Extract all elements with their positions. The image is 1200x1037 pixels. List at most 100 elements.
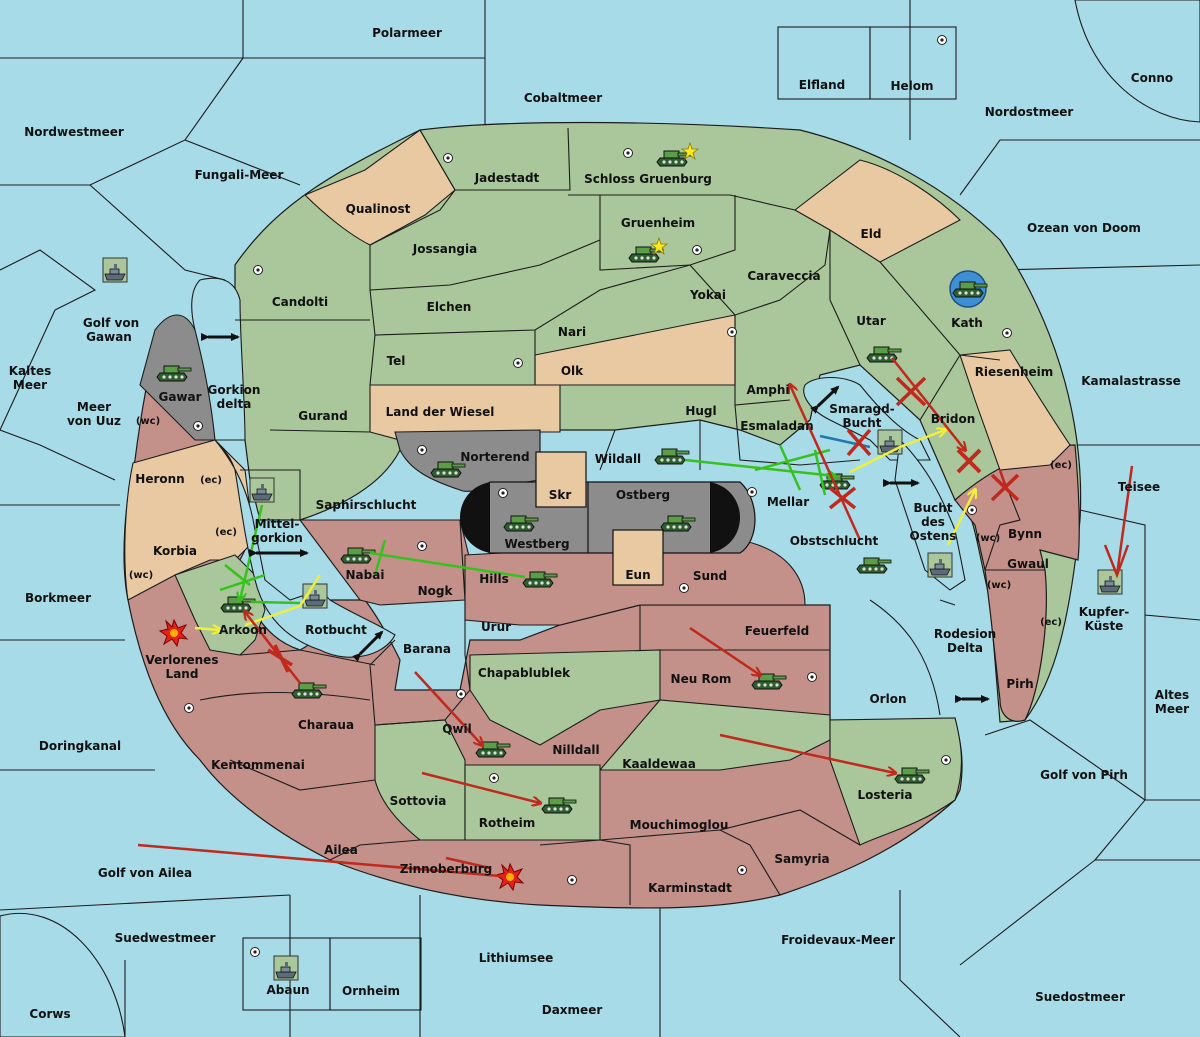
label-bucht-2: des: [921, 515, 945, 529]
label-gawar: Gawar: [158, 390, 201, 404]
label-gwaul-wc: (wc): [987, 580, 1011, 591]
label-smaragd-1: Smaragd-: [829, 402, 894, 416]
label-sottovia: Sottovia: [390, 794, 447, 808]
region-conno[interactable]: [1074, 0, 1200, 123]
label-qwil: Qwil: [442, 722, 472, 736]
label-bynn: Bynn: [1008, 527, 1042, 541]
label-korbia-wc: (wc): [129, 570, 153, 581]
label-kaltes-1: Kaltes: [9, 364, 52, 378]
label-jadestadt: Jadestadt: [474, 171, 540, 185]
label-doringkanal: Doringkanal: [39, 739, 121, 753]
label-heronn: Heronn: [135, 472, 184, 486]
label-chapa: Chapablublek: [478, 666, 571, 680]
label-gawan-2: Gawan: [86, 330, 132, 344]
region-ornheim[interactable]: [329, 937, 422, 1011]
label-kaaldewaa: Kaaldewaa: [622, 757, 696, 771]
units: [102, 141, 1123, 981]
region-helom[interactable]: [869, 26, 957, 100]
label-gurand: Gurand: [298, 409, 348, 423]
label-caraveccia: Caraveccia: [747, 269, 820, 283]
label-pirh-golf: Golf von Pirh: [1040, 768, 1128, 782]
label-urur: Urur: [481, 620, 511, 634]
label-nordwestmeer: Nordwestmeer: [24, 125, 124, 139]
label-altes-2: Meer: [1155, 702, 1189, 716]
label-bynn-ec: (ec): [1050, 460, 1072, 471]
label-jossangia: Jossangia: [412, 242, 477, 256]
label-nogk: Nogk: [418, 584, 454, 598]
label-verlorenes-1: Verlorenes: [146, 653, 219, 667]
label-lithiumsee: Lithiumsee: [479, 951, 554, 965]
orders: [137, 333, 1134, 878]
label-candolti: Candolti: [272, 295, 328, 309]
label-uuz-2: von Uuz: [67, 414, 121, 428]
label-sund: Sund: [693, 569, 727, 583]
label-ailea-golf: Golf von Ailea: [98, 866, 192, 880]
label-polarmeer: Polarmeer: [372, 26, 442, 40]
label-rotheim: Rotheim: [479, 816, 536, 830]
label-nordostmeer: Nordostmeer: [985, 105, 1074, 119]
label-esmaladan: Esmaladan: [740, 419, 813, 433]
coast-labels: (wc) (ec) (ec) (wc) (ec) (wc) (wc) (ec): [129, 416, 1072, 628]
label-ostberg: Ostberg: [616, 488, 670, 502]
label-uuz-1: Meer: [77, 400, 111, 414]
label-saphir: Saphirschlucht: [316, 498, 417, 512]
label-feuerfeld: Feuerfeld: [745, 624, 810, 638]
label-cobaltmeer: Cobaltmeer: [524, 91, 602, 105]
label-nari: Nari: [558, 325, 586, 339]
dislodged-mark: [956, 448, 982, 474]
region-eun[interactable]: [612, 529, 664, 586]
label-eld: Eld: [861, 227, 882, 241]
land-borders: [199, 127, 1045, 905]
label-nabai: Nabai: [346, 568, 385, 582]
label-korbia: Korbia: [153, 544, 197, 558]
region-skr[interactable]: [535, 451, 587, 508]
label-gorkion-1: Gorkion: [208, 383, 261, 397]
label-helom: Helom: [890, 79, 933, 93]
label-riesenheim: Riesenheim: [975, 365, 1054, 379]
label-wiesel: Land der Wiesel: [386, 405, 495, 419]
label-daxmeer: Daxmeer: [542, 1003, 603, 1017]
label-abaun: Abaun: [266, 983, 309, 997]
label-skr: Skr: [549, 488, 572, 502]
label-elfland: Elfland: [799, 78, 845, 92]
label-kamalastrasse: Kamalastrasse: [1081, 374, 1181, 388]
label-kaltes-2: Meer: [13, 378, 47, 392]
label-barana: Barana: [403, 642, 451, 656]
label-korbia-ec: (ec): [215, 527, 237, 538]
label-arkoon: Arkoon: [219, 623, 267, 637]
label-karminstadt: Karminstadt: [648, 881, 732, 895]
label-mellar: Mellar: [767, 495, 809, 509]
label-norterend: Norterend: [460, 450, 529, 464]
label-gruenheim: Gruenheim: [621, 216, 695, 230]
label-kath: Kath: [951, 316, 983, 330]
label-elchen: Elchen: [427, 300, 472, 314]
label-mouchimoglou: Mouchimoglou: [630, 818, 729, 832]
label-heronn-ec: (ec): [200, 475, 222, 486]
label-gawan-1: Golf von: [83, 316, 139, 330]
sea-labels: Polarmeer Cobaltmeer Nordwestmeer Fungal…: [9, 26, 1189, 1017]
label-heronn-wc: (wc): [136, 416, 160, 427]
label-kentommenai: Kentommenai: [211, 758, 305, 772]
label-mittel-1: Mittel-: [255, 517, 300, 531]
label-ozean: Ozean von Doom: [1027, 221, 1141, 235]
label-orlon: Orlon: [869, 692, 906, 706]
landmass: [123, 121, 1082, 909]
label-kupfer-1: Kupfer-: [1079, 605, 1129, 619]
cut-order-marks: [267, 376, 1020, 673]
label-ornheim: Ornheim: [342, 984, 400, 998]
label-bridon: Bridon: [931, 412, 976, 426]
label-bucht-1: Bucht: [913, 501, 952, 515]
label-mittel-2: gorkion: [251, 531, 303, 545]
label-amphi: Amphi: [746, 383, 789, 397]
land-labels: Jadestadt Schloss Gruenburg Qualinost Gr…: [29, 78, 1053, 1021]
label-utar: Utar: [856, 314, 886, 328]
label-corws: Corws: [29, 1007, 70, 1021]
label-fungali: Fungali-Meer: [195, 168, 284, 182]
label-gorkion-2: delta: [217, 397, 252, 411]
label-verlorenes-2: Land: [166, 667, 199, 681]
label-obstschlucht: Obstschlucht: [790, 534, 879, 548]
label-losteria: Losteria: [857, 788, 912, 802]
label-suedwestmeer: Suedwestmeer: [115, 931, 216, 945]
label-hills: Hills: [479, 572, 509, 586]
label-ailea: Ailea: [324, 843, 358, 857]
